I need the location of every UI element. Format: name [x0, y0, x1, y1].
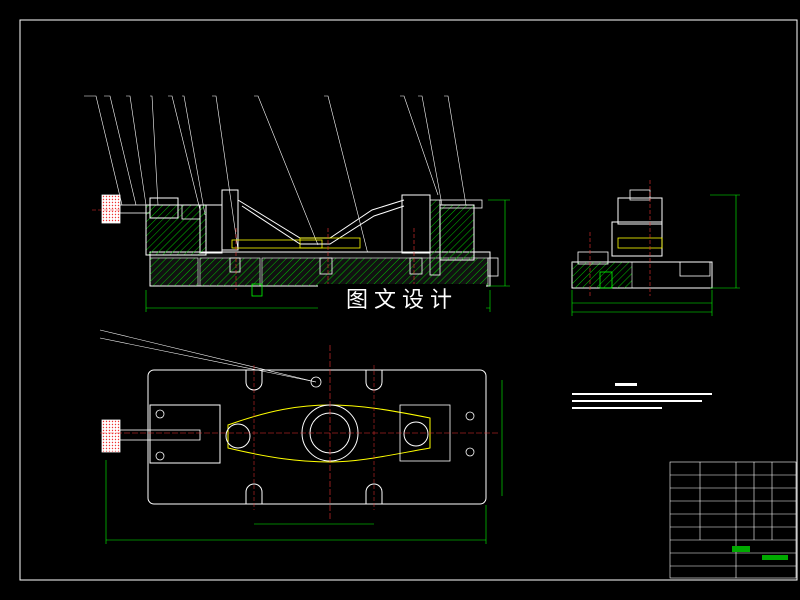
technical-notes	[572, 383, 712, 409]
front-section-view	[84, 95, 510, 312]
watermark-text: 图文设计	[318, 284, 486, 318]
drawing-border	[19, 19, 798, 581]
title-block	[669, 461, 797, 579]
side-view	[571, 180, 740, 316]
plan-view	[99, 329, 503, 544]
